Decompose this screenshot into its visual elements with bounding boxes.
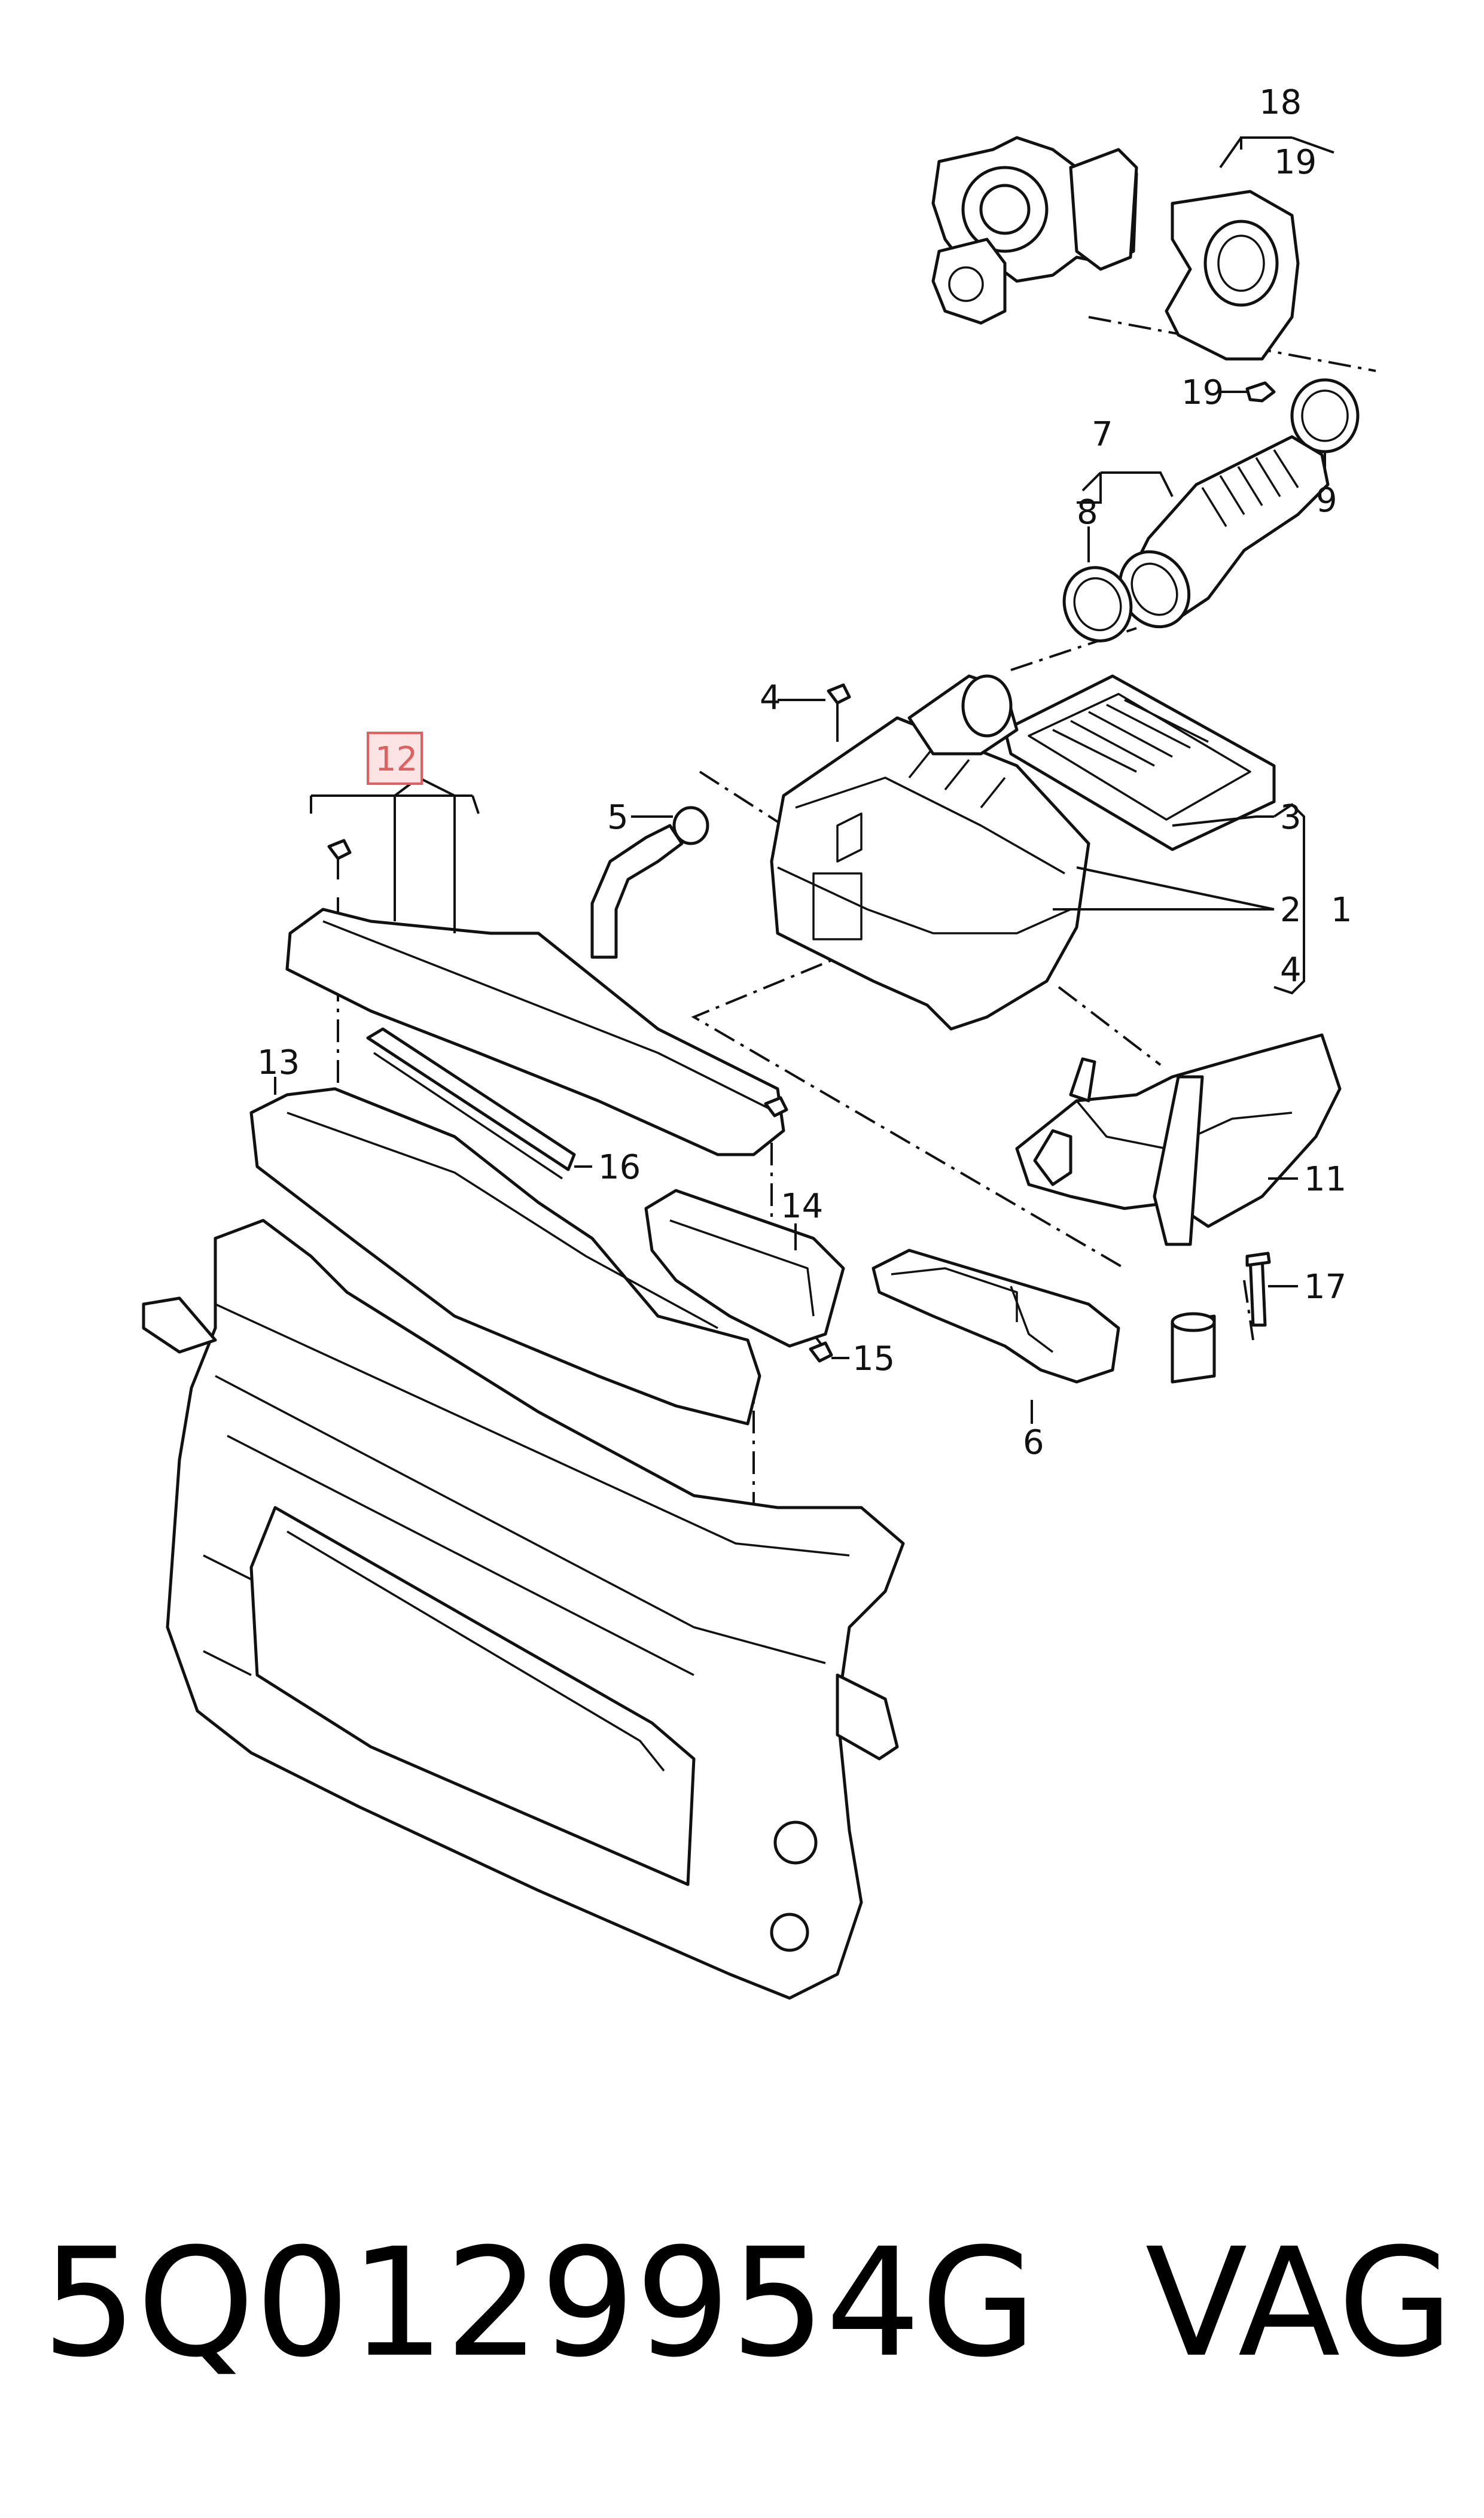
callout-17: 17: [1304, 1268, 1346, 1307]
callout-14: 14: [781, 1187, 823, 1226]
callout-12-highlight: 12: [367, 732, 423, 785]
air-filter-element-3: [1003, 674, 1276, 851]
bolt-17: [1245, 1252, 1271, 1327]
intake-hose-7: [1118, 435, 1330, 629]
screw-19: [1245, 381, 1276, 403]
callout-19b: 19: [1181, 373, 1224, 412]
callout-6: 6: [1023, 1423, 1044, 1462]
callout-7: 7: [1092, 415, 1113, 454]
turbo-intake-assembly: [931, 136, 1138, 325]
air-duct-6: [871, 1249, 1120, 1384]
clamp-8: [1062, 566, 1133, 643]
callout-19a: 19: [1274, 143, 1317, 182]
screw-4: [827, 683, 851, 742]
part-number: 5Q0129954G: [42, 2216, 1037, 2390]
seal-strip-16: [366, 1027, 576, 1180]
screw-15: [809, 1341, 833, 1363]
rubber-sleeve: [1171, 1312, 1216, 1384]
callout-3: 3: [1280, 798, 1302, 837]
callout-4a: 4: [760, 678, 781, 717]
callout-18: 18: [1259, 83, 1302, 122]
callout-5: 5: [607, 798, 629, 837]
brand-name: VAG: [1145, 2216, 1453, 2390]
callout-labels: 1 2 3 4 4 5 6 7 8 9 11 12 13 14 15 16 17…: [257, 83, 1352, 1462]
exploded-view-drawing: 1 2 3 4 4 5 6 7 8 9 11 12 13 14 15 16 17…: [142, 83, 1376, 2000]
callout-1: 1: [1331, 891, 1352, 930]
screw-12b: [764, 1096, 788, 1118]
callout-13: 13: [257, 1043, 300, 1082]
clamp-9: [1290, 378, 1360, 453]
callout-12: 12: [375, 740, 418, 779]
air-filter-housing-1: [770, 674, 1090, 1031]
callout-15: 15: [852, 1339, 895, 1378]
bracket-14: [644, 1189, 845, 1348]
screw-12a: [327, 839, 352, 879]
intake-elbow: [1165, 190, 1300, 361]
callout-4b: 4: [1280, 951, 1302, 989]
callout-2: 2: [1280, 891, 1302, 930]
air-guide-13: [249, 1087, 761, 1426]
callout-9: 9: [1316, 481, 1337, 520]
callout-11: 11: [1304, 1160, 1346, 1199]
callout-8: 8: [1077, 493, 1098, 532]
mounting-bracket-11: [1015, 1033, 1342, 1246]
callout-16: 16: [598, 1148, 641, 1187]
leader-lines: [274, 136, 1334, 1424]
footer: 5Q0129954G VAG: [42, 2213, 1453, 2393]
lock-carrier-frame: [142, 1219, 905, 2000]
breather-hose-5: [590, 806, 709, 959]
